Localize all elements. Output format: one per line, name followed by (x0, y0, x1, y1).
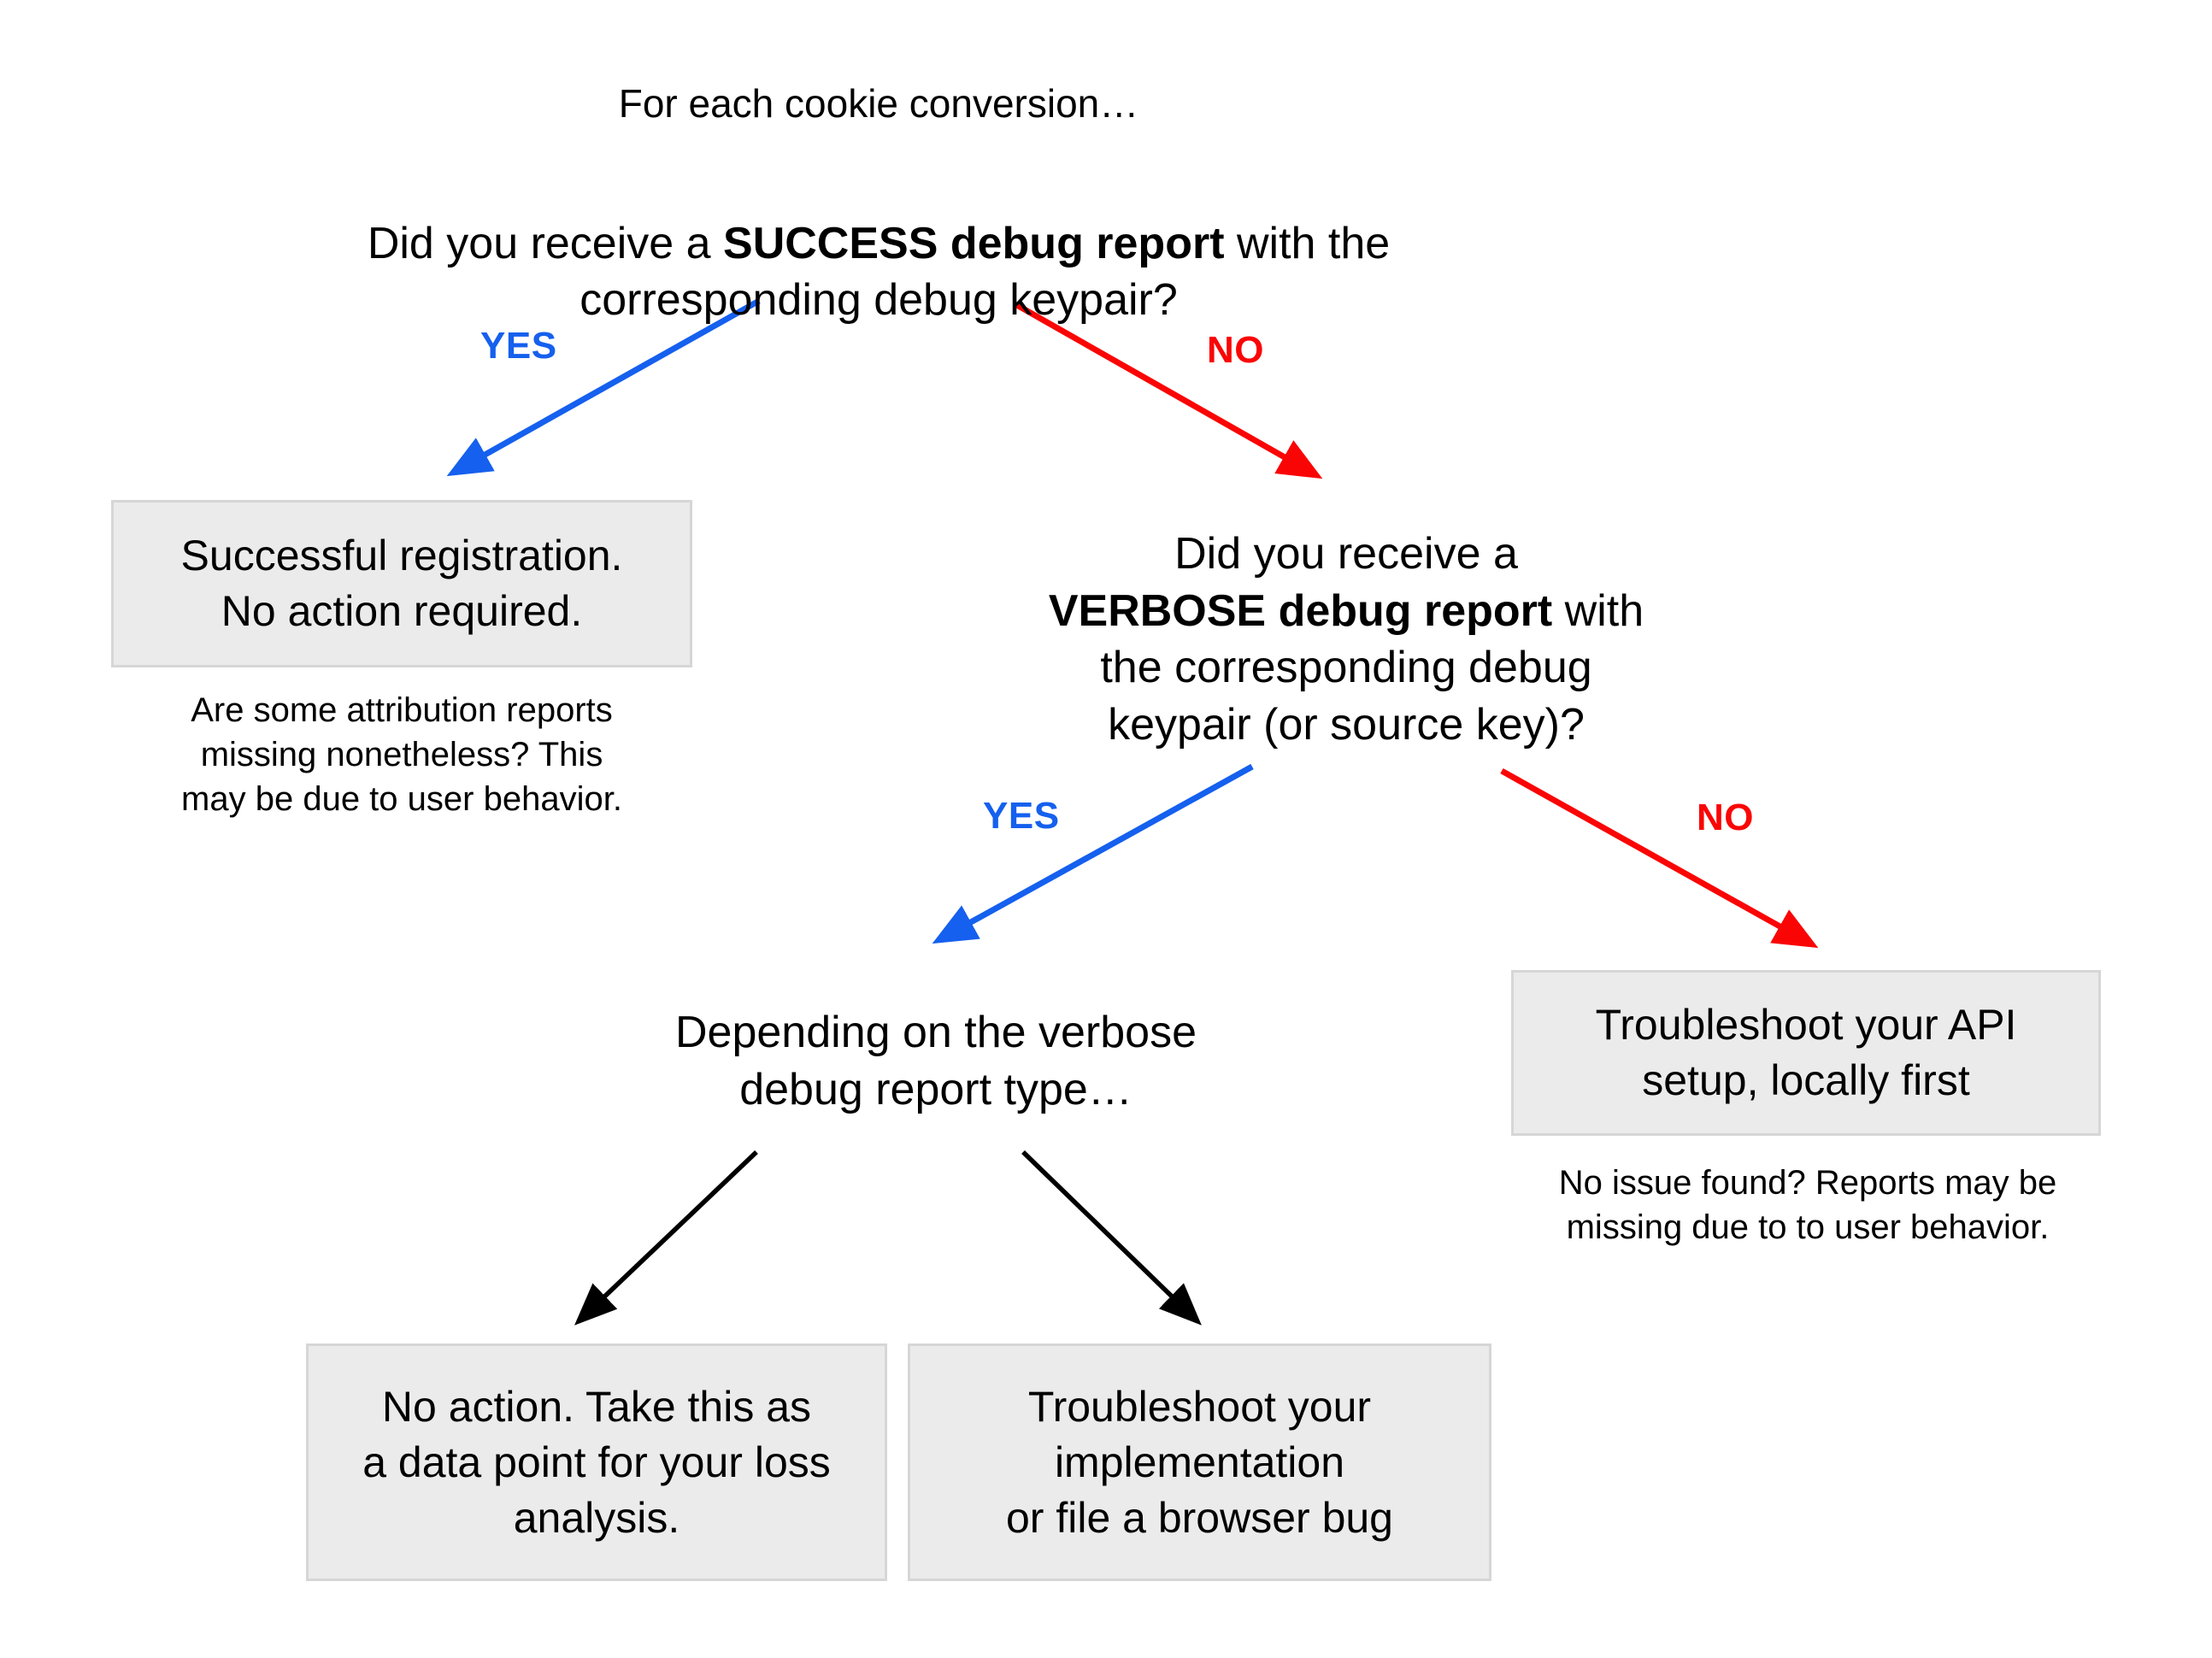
verbose-question-after-strong: with (1552, 585, 1644, 636)
arrow-type-no-action (574, 1150, 758, 1326)
verbose-question-strong: VERBOSE debug report (1048, 585, 1553, 636)
root-question: Did you receive a SUCCESS debug report w… (280, 158, 1477, 329)
verbose-question-line3: the corresponding debug (1100, 643, 1592, 693)
caption-right-no-issue-found: No issue found? Reports may be missing d… (1558, 1164, 2057, 1246)
caption-left-attribution-reports: Are some attribution reports missing non… (181, 691, 622, 818)
depending-on-type-text: Depending on the verbose debug report ty… (674, 1008, 1197, 1114)
arrow-type-implementation (1021, 1150, 1202, 1326)
arrow-no-api-setup (1500, 767, 1819, 949)
edge-label-no-1: NO (1207, 329, 1264, 371)
root-question-strong: SUCCESS debug report (723, 218, 1225, 268)
edge-label-yes-2: YES (983, 795, 1060, 837)
root-question-pre: Did you receive a (367, 218, 724, 268)
box-no-action-loss-analysis[interactable]: No action. Take this as a data point for… (306, 1343, 887, 1581)
intro-line: For each cookie conversion… (618, 81, 1139, 126)
box-troubleshoot-api-setup[interactable]: Troubleshoot your API setup, locally fir… (1511, 970, 2101, 1136)
edge-label-no-2: NO (1697, 797, 1754, 838)
box-troubleshoot-implementation[interactable]: Troubleshoot your implementation or file… (908, 1343, 1491, 1581)
arrow-yes-verbose-type (932, 763, 1254, 944)
root-question-post: with the corresponding debug keypair? (579, 218, 1391, 326)
box-successful-registration[interactable]: Successful registration. No action requi… (111, 500, 692, 667)
edge-label-yes-1: YES (480, 325, 557, 367)
verbose-question-line1: Did you receive a (1174, 529, 1518, 579)
verbose-question-line4: keypair (or source key)? (1108, 699, 1585, 750)
arrow-no-verbose (1014, 301, 1323, 479)
verbose-question: Did you receive a VERBOSE debug report w… (1009, 526, 1684, 753)
